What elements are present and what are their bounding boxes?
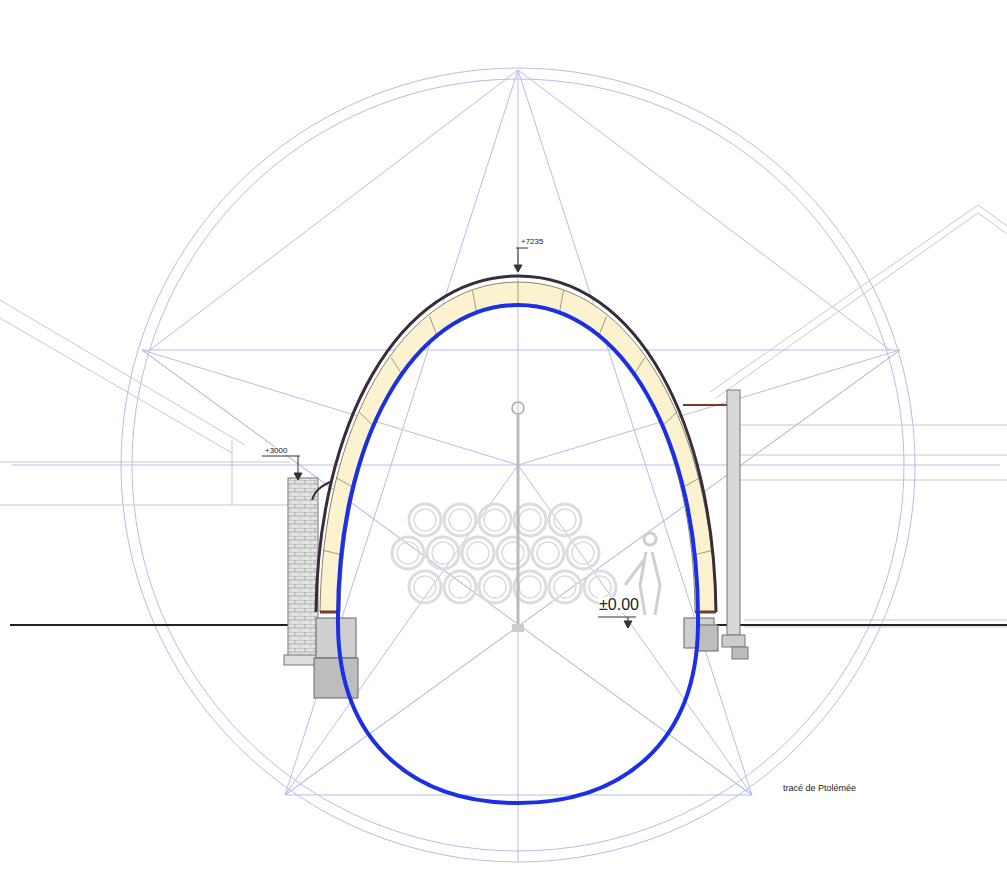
note-text: tracé de Ptolémée	[782, 784, 857, 793]
barrel-ring	[414, 576, 436, 598]
barrel	[497, 537, 529, 569]
barrel-ring	[397, 542, 419, 564]
block-joint	[336, 478, 353, 488]
barrel-ring	[554, 576, 576, 598]
barrel-ring	[589, 576, 611, 598]
block-joint	[682, 478, 699, 488]
barrel	[409, 571, 441, 603]
block-joint	[323, 550, 342, 554]
block-joint	[695, 550, 714, 554]
level-mark: ±0.00	[598, 597, 640, 613]
barrel	[427, 537, 459, 569]
barrel-ring	[484, 509, 506, 531]
barrel	[532, 537, 564, 569]
barrel	[444, 504, 476, 536]
barrel-ring	[572, 542, 594, 564]
barrel	[479, 504, 511, 536]
barrel-ring	[484, 576, 506, 598]
barrel	[409, 504, 441, 536]
barrel	[479, 571, 511, 603]
barrel-ring	[537, 542, 559, 564]
barrel	[392, 537, 424, 569]
barrel-ring	[449, 509, 471, 531]
barrel	[462, 537, 494, 569]
level-mark: +3000	[264, 447, 288, 455]
barrel-ring	[432, 542, 454, 564]
barrel	[567, 537, 599, 569]
barrel-ring	[502, 542, 524, 564]
barrel-ring	[519, 509, 541, 531]
level-mark: +7235	[520, 238, 544, 246]
block-joint	[518, 282, 519, 306]
barrel	[444, 571, 476, 603]
barrel-ring	[414, 509, 436, 531]
barrel-ring	[467, 542, 489, 564]
barrel-ring	[519, 576, 541, 598]
barrel	[549, 571, 581, 603]
barrel	[549, 504, 581, 536]
barrel-ring	[449, 576, 471, 598]
barrel-ring	[554, 509, 576, 531]
